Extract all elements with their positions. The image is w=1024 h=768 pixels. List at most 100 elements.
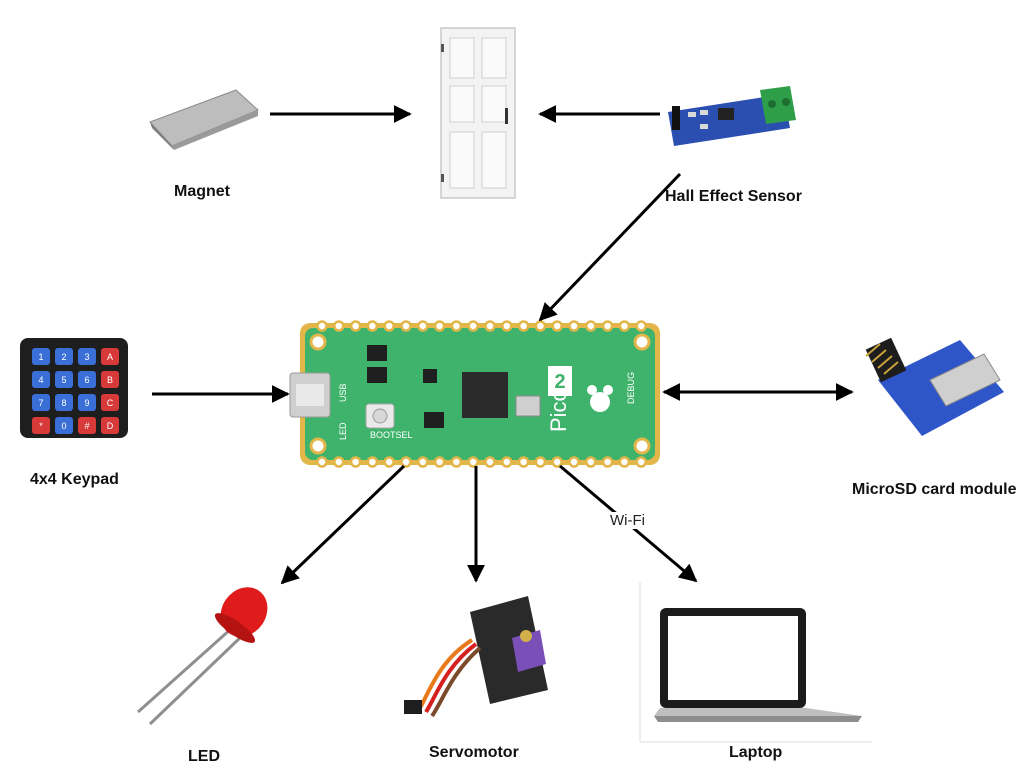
pico-led-silk: LED	[338, 422, 348, 440]
pico-pin-pad	[484, 320, 496, 332]
pico-pin-pad	[366, 320, 379, 332]
keypad-key-label: *	[39, 421, 43, 431]
keypad-image: 1 2 3 A 4 5 6 B 7 8 9 C * 0 # D	[20, 338, 128, 438]
label-laptop: Laptop	[729, 744, 783, 761]
keypad-key	[32, 371, 50, 388]
pico-pin-pad	[417, 456, 429, 468]
keypad-key-label: 3	[84, 352, 89, 362]
keypad-key-label: #	[84, 421, 89, 431]
label-magnet: Magnet	[174, 183, 230, 200]
keypad-key-label: 2	[61, 352, 66, 362]
keypad-key-label: A	[107, 352, 113, 362]
pico-pin-pad	[316, 320, 328, 332]
pico-pin-pad	[585, 320, 597, 332]
keypad-key	[55, 371, 73, 388]
keypad-key-label: 4	[38, 375, 43, 385]
pico-pin-pad	[618, 320, 631, 332]
pico-pin-pad	[484, 456, 496, 468]
keypad-key	[78, 348, 96, 365]
keypad-key-label: 5	[61, 375, 66, 385]
keypad-key	[32, 394, 50, 411]
pico-pin-pad	[517, 320, 530, 332]
pico-pin-pad	[551, 456, 563, 468]
pico-pin-pad	[601, 320, 614, 332]
arrow-hall-to-pico	[538, 172, 682, 322]
keypad-key	[101, 394, 119, 411]
door-image	[440, 27, 516, 199]
pico-pin-pad	[333, 456, 345, 468]
pico-pin-pad	[316, 456, 328, 468]
pico-pin-pad	[417, 320, 429, 332]
keypad-key	[32, 348, 50, 365]
hall-sensor-image	[668, 86, 796, 146]
pico-pin-pad	[635, 456, 647, 468]
pico-pin-pad	[601, 456, 614, 468]
pico-pin-pad	[501, 456, 513, 468]
pico-pin-pad	[618, 456, 631, 468]
pico-pin-pad	[568, 456, 580, 468]
keypad-key-grid: 1 2 3 A 4 5 6 B 7 8 9 C * 0 # D	[32, 348, 119, 434]
keypad-key	[32, 417, 50, 434]
pico-pin-pad	[349, 320, 362, 332]
pico-pin-headers	[316, 320, 647, 468]
keypad-key-label: 0	[61, 421, 66, 431]
label-servomotor: Servomotor	[429, 744, 519, 761]
keypad-key-label: D	[107, 421, 114, 431]
label-wifi-edge: Wi-Fi	[607, 512, 648, 529]
keypad-key	[101, 348, 119, 365]
pico-pin-pad	[450, 320, 463, 332]
servomotor-image	[404, 596, 548, 718]
keypad-key	[101, 417, 119, 434]
keypad-key	[101, 371, 119, 388]
pico-pin-pad	[551, 320, 563, 332]
arrow-pico-to-led	[280, 464, 406, 585]
pico-pin-pad	[501, 320, 513, 332]
keypad-key-label: B	[107, 375, 113, 385]
keypad-key-label: 6	[84, 375, 89, 385]
keypad-key-label: C	[107, 398, 114, 408]
pico-pin-pad	[433, 320, 446, 332]
label-led: LED	[188, 748, 220, 765]
pico-board: 2 Pico USB BOOTSEL LED DEBUG	[289, 320, 660, 468]
pico-pin-pad	[467, 320, 479, 332]
pico-pin-pad	[349, 456, 362, 468]
label-microsd-module: MicroSD card module	[852, 481, 1017, 498]
raspberry-logo	[587, 385, 613, 412]
keypad-key-label: 9	[84, 398, 89, 408]
keypad-key	[78, 371, 96, 388]
keypad-key	[78, 417, 96, 434]
pico-model-text: Pico	[546, 389, 571, 432]
label-keypad: 4x4 Keypad	[30, 471, 119, 488]
pico-debug-silk: DEBUG	[626, 372, 636, 404]
microsd-module-image	[865, 337, 1004, 436]
laptop-image	[639, 582, 872, 743]
keypad-key-label: 7	[38, 398, 43, 408]
keypad-key	[55, 348, 73, 365]
pico-pin-pad	[450, 456, 463, 468]
pico-pin-pad	[635, 320, 647, 332]
pico-pin-pad	[467, 456, 479, 468]
keypad-key-label: 1	[38, 352, 43, 362]
pico-pin-pad	[568, 320, 580, 332]
pico-pin-pad	[400, 456, 412, 468]
magnet-image	[149, 89, 259, 150]
pico-pin-pad	[383, 456, 395, 468]
pico-pin-pad	[517, 456, 530, 468]
label-hall-effect-sensor: Hall Effect Sensor	[665, 188, 802, 205]
pico-pin-pad	[366, 456, 379, 468]
pico-pin-pad	[534, 320, 547, 332]
keypad-key	[55, 394, 73, 411]
keypad-key-label: 8	[61, 398, 66, 408]
keypad-key	[78, 394, 96, 411]
pico-pin-pad	[383, 320, 395, 332]
pico-bootsel-silk: BOOTSEL	[370, 430, 413, 440]
pico-pin-pad	[333, 320, 345, 332]
pico-model-silk: 2	[554, 371, 565, 393]
pico-pin-pad	[585, 456, 597, 468]
keypad-key	[55, 417, 73, 434]
pico-pin-pad	[534, 456, 547, 468]
pico-pin-pad	[400, 320, 412, 332]
pico-pin-pad	[433, 456, 446, 468]
pico-usb-silk: USB	[338, 383, 348, 402]
